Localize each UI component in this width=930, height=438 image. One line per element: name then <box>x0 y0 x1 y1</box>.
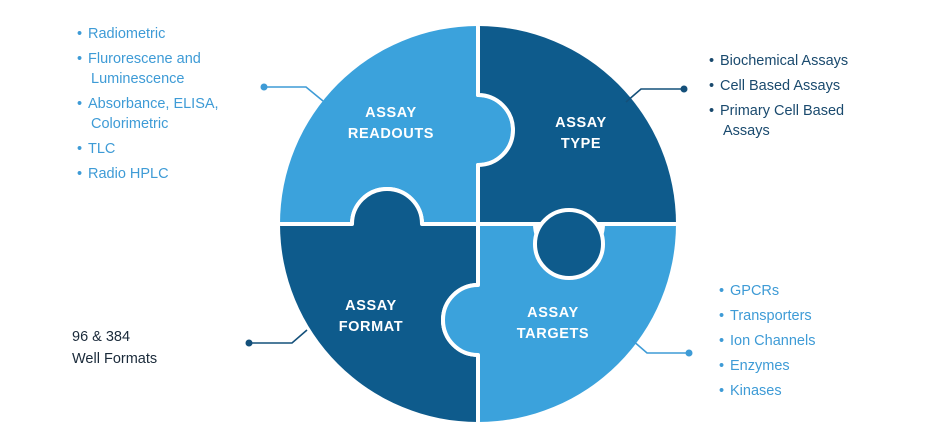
format-connector-dot <box>245 339 253 347</box>
list-item: Kinases <box>719 381 815 401</box>
list-item: Radio HPLC <box>77 164 219 184</box>
readouts-label: ASSAY READOUTS <box>347 105 435 142</box>
targets-connector-dot <box>685 349 693 357</box>
targets-label: ASSAY TARGETS <box>516 305 590 342</box>
type-list: Biochemical Assays Cell Based Assays Pri… <box>709 51 848 146</box>
type-connector-dot <box>680 85 688 93</box>
list-item: Absorbance, ELISA,Colorimetric <box>77 94 219 134</box>
list-item: Enzymes <box>719 356 815 376</box>
list-item: Biochemical Assays <box>709 51 848 71</box>
type-knob <box>533 208 605 280</box>
format-connector <box>249 329 308 344</box>
targets-list: GPCRs Transporters Ion Channels Enzymes … <box>719 281 815 406</box>
targets-connector <box>631 339 689 354</box>
format-text: 96 & 384 Well Formats <box>72 329 158 367</box>
type-label: ASSAY TYPE <box>555 115 607 152</box>
list-item: Ion Channels <box>719 331 815 351</box>
list-item: TLC <box>77 139 219 159</box>
list-item: Radiometric <box>77 24 219 44</box>
readouts-list: Radiometric Flurorescene andLuminescence… <box>77 24 219 189</box>
readouts-connector <box>264 86 324 102</box>
list-item: GPCRs <box>719 281 815 301</box>
type-connector <box>625 88 684 103</box>
list-item: Transporters <box>719 306 815 326</box>
readouts-connector-dot <box>260 83 268 91</box>
format-label: ASSAY FORMAT <box>338 298 404 335</box>
list-item: Cell Based Assays <box>709 76 848 96</box>
